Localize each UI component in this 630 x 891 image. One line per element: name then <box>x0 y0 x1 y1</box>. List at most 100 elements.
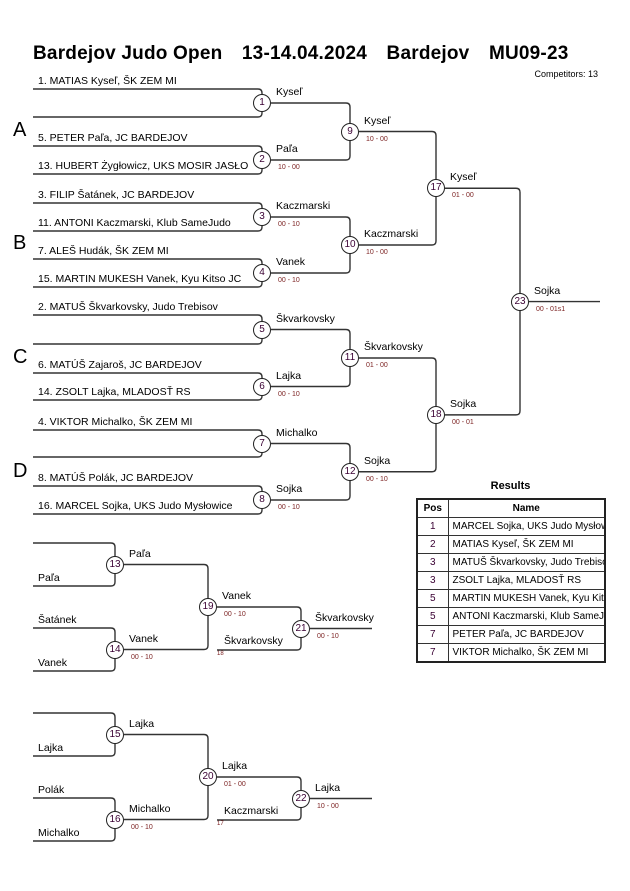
match-score-16: 00 - 10 <box>131 823 153 831</box>
match-winner-5: Škvarkovsky <box>276 312 335 325</box>
match-winner-14: Vanek <box>129 632 158 645</box>
incoming-source-22: 17 <box>217 821 224 827</box>
incoming-entry-21: Škvarkovsky <box>224 635 283 647</box>
match-score-21: 00 - 10 <box>317 632 339 640</box>
match-score-23: 00 - 01s1 <box>536 305 566 313</box>
match-winner-21: Škvarkovsky <box>315 611 374 624</box>
match-number-20: 20 <box>199 768 217 786</box>
match-score-20: 01 - 00 <box>224 781 246 788</box>
match-score-19: 00 - 10 <box>224 611 246 618</box>
match-number-14: 14 <box>106 640 124 659</box>
match-winner-3: Kaczmarski <box>276 200 331 212</box>
result-name: ZSOLT Lajka, MLADOSŤ RS <box>447 571 606 590</box>
result-name: VIKTOR Michalko, ŠK ZEM MI <box>447 643 606 663</box>
entry-name: 2. MATUŠ Škvarkovsky, Judo Trebisov <box>38 301 218 313</box>
match-score-14: 00 - 10 <box>131 653 153 661</box>
col-name: Name <box>447 498 606 518</box>
match-number-21: 21 <box>292 619 310 638</box>
match-number-23: 23 <box>511 292 529 311</box>
match-winner-22: Lajka <box>315 781 341 794</box>
match-winner-20: Lajka <box>222 760 248 772</box>
group-label: B <box>13 232 27 254</box>
event-category: MU09-23 <box>488 43 569 64</box>
result-pos: 7 <box>416 643 449 663</box>
match-number-9: 9 <box>341 122 359 141</box>
incoming-source-21: 18 <box>217 651 224 657</box>
result-pos: 5 <box>416 589 449 608</box>
match-score-10: 10 - 00 <box>366 249 388 256</box>
entry-name: 15. MARTIN MUKESH Vanek, Kyu Kitso JC <box>38 273 242 285</box>
entry-name: 16. MARCEL Sojka, UKS Judo Mysłowice <box>38 500 233 512</box>
match-number-11: 11 <box>341 349 359 367</box>
result-name: MARCEL Sojka, UKS Judo Mysłowice <box>447 517 606 536</box>
repechage-entry: Lajka <box>38 742 64 754</box>
repechage-entry: Vanek <box>38 657 67 669</box>
entry-name: 4. VIKTOR Michalko, ŠK ZEM MI <box>38 416 193 428</box>
result-pos: 3 <box>416 553 449 572</box>
repechage-entry: Šatánek <box>38 614 77 626</box>
entry-name: 1. MATIAS Kyseľ, ŠK ZEM MI <box>38 75 177 87</box>
match-winner-23: Sojka <box>534 284 561 297</box>
match-winner-17: Kyseľ <box>450 171 477 184</box>
repechage-entry: Polák <box>38 784 65 796</box>
entry-name: 11. ANTONI Kaczmarski, Klub SameJudo <box>38 217 231 229</box>
entry-name: 13. HUBERT Żygłowicz, UKS MOSIR JASŁO <box>38 160 249 172</box>
result-pos: 1 <box>416 517 449 536</box>
match-number-8: 8 <box>253 491 271 509</box>
col-pos: Pos <box>416 498 449 518</box>
match-winner-8: Sojka <box>276 483 303 495</box>
bracket-line-match-5 <box>33 314 263 345</box>
match-score-9: 10 - 00 <box>366 135 388 143</box>
match-number-16: 16 <box>106 810 124 829</box>
match-winner-13: Paľa <box>129 547 151 560</box>
match-number-6: 6 <box>253 377 271 396</box>
page-title: Bardejov Judo Open 13-14.04.2024 Bardejo… <box>33 43 583 65</box>
match-number-13: 13 <box>106 555 124 574</box>
match-number-19: 19 <box>199 598 217 616</box>
result-name: MATUŠ Škvarkovsky, Judo Trebisov <box>447 553 606 572</box>
match-winner-11: Škvarkovsky <box>364 341 423 353</box>
event-location: Bardejov <box>386 43 470 64</box>
match-score-3: 00 - 10 <box>278 221 300 228</box>
result-name: MATIAS Kyseľ, ŠK ZEM MI <box>447 535 606 554</box>
group-label: A <box>13 119 27 141</box>
match-winner-12: Sojka <box>364 454 391 467</box>
match-winner-4: Vanek <box>276 256 305 268</box>
match-winner-6: Lajka <box>276 369 302 382</box>
match-score-6: 00 - 10 <box>278 390 300 398</box>
entry-name: 8. MATÚŠ Polák, JC BARDEJOV <box>38 472 194 484</box>
match-winner-10: Kaczmarski <box>364 228 419 240</box>
match-winner-18: Sojka <box>450 397 477 410</box>
result-name: PETER Paľa, JC BARDEJOV <box>447 625 606 644</box>
match-number-1: 1 <box>253 94 271 112</box>
match-winner-15: Lajka <box>129 717 155 730</box>
entry-name: 5. PETER Paľa, JC BARDEJOV <box>38 132 188 144</box>
entry-name: 7. ALEŠ Hudák, ŠK ZEM MI <box>38 245 169 257</box>
match-number-5: 5 <box>253 320 271 339</box>
match-winner-2: Paľa <box>276 143 298 155</box>
match-score-18: 00 - 01 <box>452 418 474 426</box>
match-number-10: 10 <box>341 236 359 254</box>
group-label: D <box>13 460 28 482</box>
result-pos: 5 <box>416 607 449 626</box>
result-pos: 2 <box>416 535 449 554</box>
group-label: C <box>13 346 28 368</box>
match-score-8: 00 - 10 <box>278 504 300 511</box>
repechage-entry: Michalko <box>38 827 80 839</box>
bracket-line-match-23 <box>445 187 521 416</box>
match-score-2: 10 - 00 <box>278 164 300 171</box>
match-number-15: 15 <box>106 725 124 744</box>
bracket-line-match-7 <box>33 429 263 458</box>
match-number-17: 17 <box>427 179 445 198</box>
match-number-7: 7 <box>253 434 271 453</box>
match-number-22: 22 <box>292 789 310 808</box>
match-number-4: 4 <box>253 264 271 282</box>
